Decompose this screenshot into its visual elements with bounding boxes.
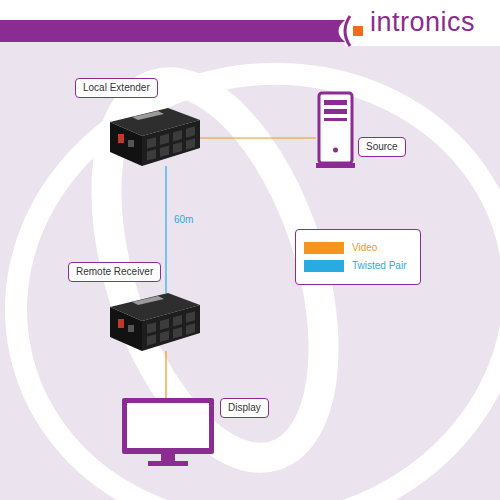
pc-tower <box>316 93 355 168</box>
callout-label: Source <box>358 137 406 157</box>
logo-text: intronics <box>370 7 475 37</box>
receiver-device <box>110 293 200 351</box>
legend-swatch <box>304 260 344 272</box>
legend-entry: Twisted Pair <box>304 259 406 273</box>
legend-text: Video <box>352 242 377 254</box>
callout-label: Local Extender <box>75 78 158 98</box>
cable-length: 60m <box>174 214 193 226</box>
logo-ground <box>345 0 500 46</box>
legend-box: VideoTwisted Pair <box>295 229 421 285</box>
extender-node: Local Extender <box>110 108 200 166</box>
source-node: Source <box>316 92 355 168</box>
legend-text: Twisted Pair <box>352 260 406 272</box>
monitor <box>122 398 214 466</box>
extender-device <box>110 108 200 166</box>
display-node: Display <box>122 398 214 466</box>
video-cable <box>200 137 316 138</box>
legend-entry: Video <box>304 241 406 255</box>
header-band <box>0 20 345 42</box>
callout-label: Remote Receiver <box>68 262 161 282</box>
twisted-pair-cable <box>165 166 166 293</box>
background-ring <box>0 28 500 500</box>
logo-arc <box>345 16 350 46</box>
video-cable <box>165 351 166 398</box>
legend-swatch <box>304 242 344 254</box>
logo-square <box>353 26 363 36</box>
background-ring <box>64 55 365 485</box>
callout-label: Display <box>220 398 269 418</box>
receiver-node: Remote Receiver <box>110 293 200 351</box>
